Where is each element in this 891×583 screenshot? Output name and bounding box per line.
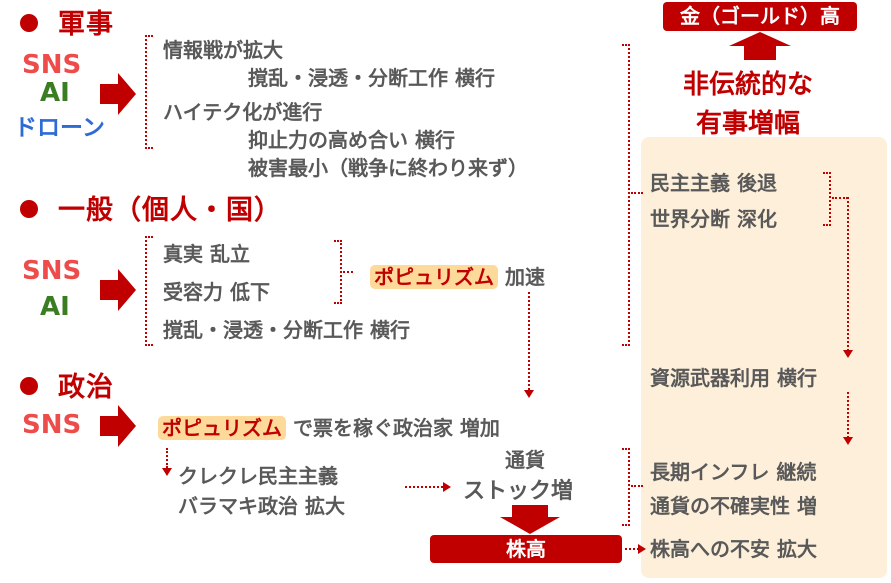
section-heading-politics: 政治 xyxy=(20,365,114,404)
arrowhead-right-icon xyxy=(443,482,451,492)
unconventional-line-2: 有事増幅 xyxy=(696,109,801,139)
world-division: 世界分断 深化 xyxy=(650,207,777,231)
connector xyxy=(832,197,848,199)
stock-increase-label: ストック増 xyxy=(463,479,574,504)
bullet-icon xyxy=(20,13,38,32)
populism-accelerate: ポピュリズム 加速 xyxy=(370,261,545,290)
resource-weaponization: 資源武器利用 横行 xyxy=(650,366,817,390)
long-term-inflation: 長期インフレ 継続 xyxy=(650,460,817,484)
connector xyxy=(631,485,643,487)
populism-highlight: ポピュリズム xyxy=(370,265,498,289)
bracket-democracy xyxy=(823,172,831,226)
military-item-2: 撹乱・浸透・分断工作 横行 xyxy=(248,66,495,90)
democracy-retreat: 民主主義 後退 xyxy=(650,171,777,195)
politicians-text: で票を稼ぐ政治家 増加 xyxy=(292,416,500,440)
unconventional-line-1: 非伝統的な xyxy=(683,70,814,100)
bracket-currency xyxy=(622,448,630,526)
currency-uncertainty: 通貨の不確実性 増 xyxy=(650,494,817,518)
heading-text: 一般（個人・国） xyxy=(58,195,282,226)
military-item-3: ハイテク化が進行 xyxy=(163,100,323,124)
bullet-icon xyxy=(20,199,38,218)
section-heading-general: 一般（個人・国） xyxy=(20,188,282,227)
stock-anxiety: 株高への不安 拡大 xyxy=(650,537,817,561)
heading-text: 政治 xyxy=(58,372,114,403)
populism-down-connector xyxy=(528,292,530,390)
heading-text: 軍事 xyxy=(58,9,114,40)
source-sns: SNS xyxy=(22,50,82,80)
military-item-4: 抑止力の高め合い 横行 xyxy=(248,128,455,152)
connector xyxy=(343,271,353,273)
arrowhead-right-icon xyxy=(638,544,646,554)
bracket-all-sections xyxy=(622,44,630,346)
general-item-1: 真実 乱立 xyxy=(163,242,250,266)
general-item-2: 受容力 低下 xyxy=(163,280,270,304)
military-item-5: 被害最小（戦争に終わり来ず） xyxy=(248,156,528,180)
connector xyxy=(405,486,443,488)
connector xyxy=(847,392,849,438)
kurekure-democracy: クレクレ民主主義 xyxy=(178,464,338,488)
source-ai: AI xyxy=(40,292,70,322)
stock-high-box: 株高 xyxy=(430,535,622,563)
source-drone: ドローン xyxy=(14,115,105,141)
source-sns: SNS xyxy=(22,410,82,440)
source-ai: AI xyxy=(40,78,70,108)
arrowhead-down-icon xyxy=(843,437,853,445)
arrowhead-down-icon xyxy=(524,390,534,398)
bracket-military xyxy=(145,35,153,149)
connector xyxy=(847,197,849,351)
bracket-general-inner xyxy=(334,240,342,304)
accelerate-text: 加速 xyxy=(504,265,545,289)
gold-high-box: 金（ゴールド）高 xyxy=(663,2,857,31)
connector xyxy=(625,548,639,550)
bracket-general xyxy=(145,236,153,346)
source-sns: SNS xyxy=(22,256,82,286)
bullet-icon xyxy=(20,376,38,395)
populism-politicians: ポピュリズム で票を稼ぐ政治家 増加 xyxy=(158,412,500,441)
section-heading-military: 軍事 xyxy=(20,2,114,41)
connector xyxy=(631,192,643,194)
baramaki-politics: バラマキ政治 拡大 xyxy=(178,494,345,518)
arrowhead-down-icon xyxy=(162,468,172,476)
military-item-1: 情報戦が拡大 xyxy=(163,38,283,62)
populism-highlight: ポピュリズム xyxy=(158,416,286,440)
arrowhead-down-icon xyxy=(843,350,853,358)
currency-label: 通貨 xyxy=(505,448,545,472)
connector xyxy=(166,448,168,468)
general-item-3: 撹乱・浸透・分断工作 横行 xyxy=(163,318,410,342)
